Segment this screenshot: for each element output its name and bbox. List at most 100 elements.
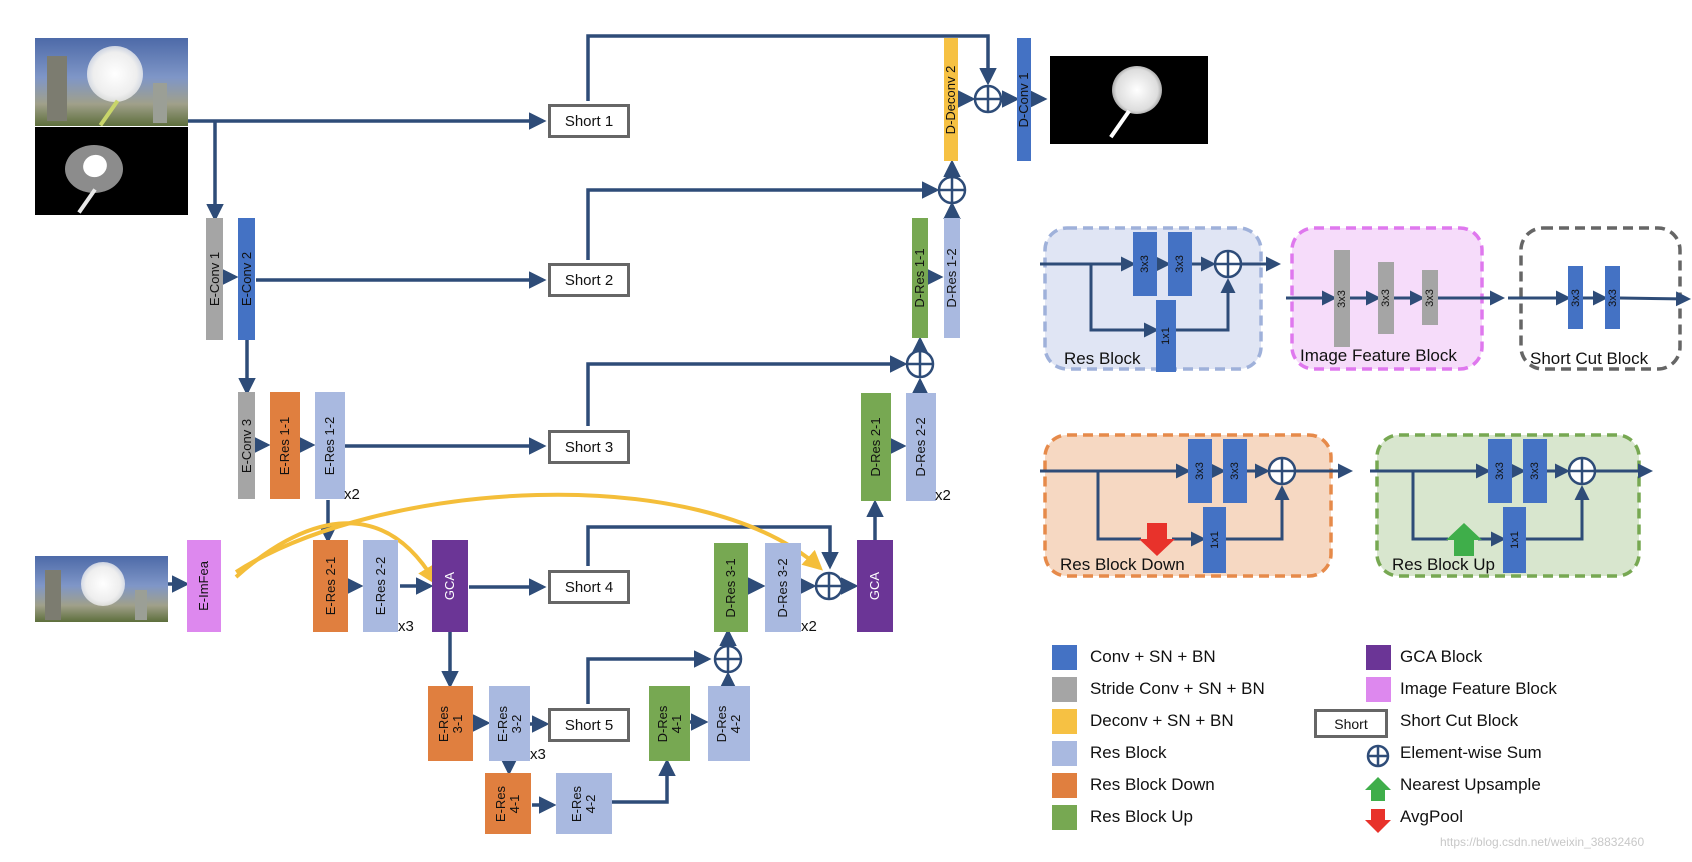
d-deconv2-label: D-Deconv 2	[943, 65, 958, 134]
repeat-eres2: x3	[398, 618, 414, 635]
d-res22-block: D-Res 2-2	[906, 393, 936, 501]
d-res11-block: D-Res 1-1	[912, 218, 928, 338]
res-block-k3a: 3x3	[1139, 255, 1151, 273]
gca-decoder-label: GCA	[867, 571, 882, 601]
d-res21-label: D-Res 2-1	[868, 417, 883, 477]
e-imfea-label: E-ImFea	[196, 561, 211, 611]
edge-short4-sum	[586, 525, 839, 570]
short-cut-conv-b: 3x3	[1605, 266, 1620, 329]
d-res11-label: D-Res 1-1	[912, 248, 927, 308]
e-res32-block: E-Res 3-2	[489, 686, 530, 761]
short2-label: Short 2	[564, 271, 614, 289]
res-up-k3b: 3x3	[1529, 462, 1541, 480]
e-res22-label: E-Res 2-2	[372, 556, 388, 616]
sum-node-3	[814, 571, 844, 601]
res-block-up-caption: Res Block Up	[1392, 555, 1495, 574]
d-res12-block: D-Res 1-2	[944, 218, 960, 338]
short3-label: Short 3	[564, 438, 614, 456]
short2-box: Short 2	[548, 263, 630, 297]
e-res42-block: E-Res 4-2	[556, 773, 612, 834]
e-conv2-label: E-Conv 2	[238, 251, 254, 307]
e-conv3-label: E-Conv 3	[238, 418, 254, 473]
edge-short3-sum2	[586, 355, 908, 426]
d-res42-label: D-Res 4-2	[714, 705, 743, 742]
legend-conv-swatch	[1052, 645, 1077, 670]
res-block-caption: Res Block	[1064, 349, 1141, 368]
e-res11-block: E-Res 1-1	[270, 392, 300, 499]
res-down-conv3x3-b: 3x3	[1223, 439, 1247, 503]
legend-res-down-swatch	[1052, 773, 1077, 798]
d-conv1-block: D-Conv 1	[1016, 38, 1031, 161]
e-res21-block: E-Res 2-1	[313, 540, 348, 632]
res-down-k3b: 3x3	[1229, 462, 1241, 480]
imfea-k3b: 3x3	[1380, 289, 1392, 307]
legend-sum-label: Element-wise Sum	[1400, 743, 1542, 762]
short5-label: Short 5	[564, 716, 614, 734]
res-down-k1: 1x1	[1208, 531, 1221, 549]
d-res31-label: D-Res 3-1	[723, 557, 738, 618]
edge-eres42-dres41	[610, 758, 676, 804]
legend-avgpool-label: AvgPool	[1400, 807, 1464, 826]
edge-short1-sumtop	[586, 34, 997, 101]
short4-box: Short 4	[548, 570, 630, 604]
res-down-conv3x3-a: 3x3	[1188, 439, 1212, 503]
legend-image-feature-swatch	[1366, 677, 1391, 702]
sum-node-top	[973, 84, 1003, 114]
short4-label: Short 4	[564, 578, 614, 596]
sum-node-4	[713, 644, 743, 674]
res-block-down-caption: Res Block Down	[1060, 555, 1185, 574]
e-res22-block: E-Res 2-2	[363, 540, 398, 632]
legend-deconv-label: Deconv + SN + BN	[1090, 711, 1234, 730]
short-cut-k3a: 3x3	[1569, 288, 1582, 307]
e-res42-label: E-Res 4-2	[569, 785, 598, 822]
res-block-k1: 1x1	[1160, 327, 1172, 345]
legend-res-swatch	[1052, 741, 1077, 766]
watermark: https://blog.csdn.net/weixin_38832460	[1440, 835, 1645, 849]
res-up-conv1x1: 1x1	[1503, 507, 1526, 573]
e-res32-label: E-Res 3-2	[494, 705, 524, 742]
legend-avgpool-icon	[1365, 809, 1391, 833]
legend-res-up-label: Res Block Up	[1090, 807, 1193, 826]
short3-box: Short 3	[548, 430, 630, 464]
e-res41-label: E-Res 4-1	[493, 785, 522, 822]
d-res41-label: D-Res 4-1	[654, 705, 684, 742]
e-res11-label: E-Res 1-1	[277, 416, 292, 475]
e-res21-label: E-Res 2-1	[322, 556, 338, 616]
repeat-dres2: x2	[935, 487, 951, 504]
d-deconv2-block: D-Deconv 2	[943, 38, 958, 161]
sum-node-2	[905, 349, 935, 379]
d-res21-block: D-Res 2-1	[861, 393, 891, 501]
legend-upsample-label: Nearest Upsample	[1400, 775, 1541, 794]
e-res31-label: E-Res 3-1	[435, 705, 465, 742]
trimap-image	[35, 127, 188, 215]
d-conv1-label: D-Conv 1	[1016, 72, 1031, 127]
short1-label: Short 1	[564, 112, 614, 130]
e-conv1-label: E-Conv 1	[206, 251, 222, 307]
short-cut-k3b: 3x3	[1606, 288, 1619, 307]
legend-deconv-swatch	[1052, 709, 1077, 734]
repeat-dres3: x2	[801, 618, 817, 635]
short5-box: Short 5	[548, 708, 630, 742]
d-res32-label: D-Res 3-2	[775, 557, 790, 618]
d-res31-block: D-Res 3-1	[714, 543, 748, 632]
short-cut-conv-a: 3x3	[1568, 266, 1583, 329]
e-imfea-block: E-ImFea	[187, 540, 221, 632]
e-res12-label: E-Res 1-2	[322, 416, 337, 475]
gca-encoder-block: GCA	[432, 540, 468, 632]
repeat-eres1: x2	[344, 486, 360, 503]
input-image-2	[35, 556, 168, 622]
res-down-k3a: 3x3	[1194, 462, 1206, 480]
imfea-k3c: 3x3	[1424, 288, 1436, 307]
gca-decoder-block: GCA	[857, 540, 893, 632]
d-res12-label: D-Res 1-2	[944, 248, 959, 308]
imfea-k3a: 3x3	[1336, 289, 1348, 308]
res-up-k3a: 3x3	[1494, 462, 1506, 480]
e-conv3-block: E-Conv 3	[238, 392, 255, 499]
res-up-k1: 1x1	[1508, 531, 1521, 549]
input-image	[35, 38, 188, 126]
legend-sum-icon	[1366, 744, 1390, 768]
legend-res-down-label: Res Block Down	[1090, 775, 1215, 794]
res-block-conv3x3-b: 3x3	[1168, 232, 1192, 296]
d-res42-block: D-Res 4-2	[708, 686, 750, 761]
edge-short5-sum	[586, 650, 712, 704]
